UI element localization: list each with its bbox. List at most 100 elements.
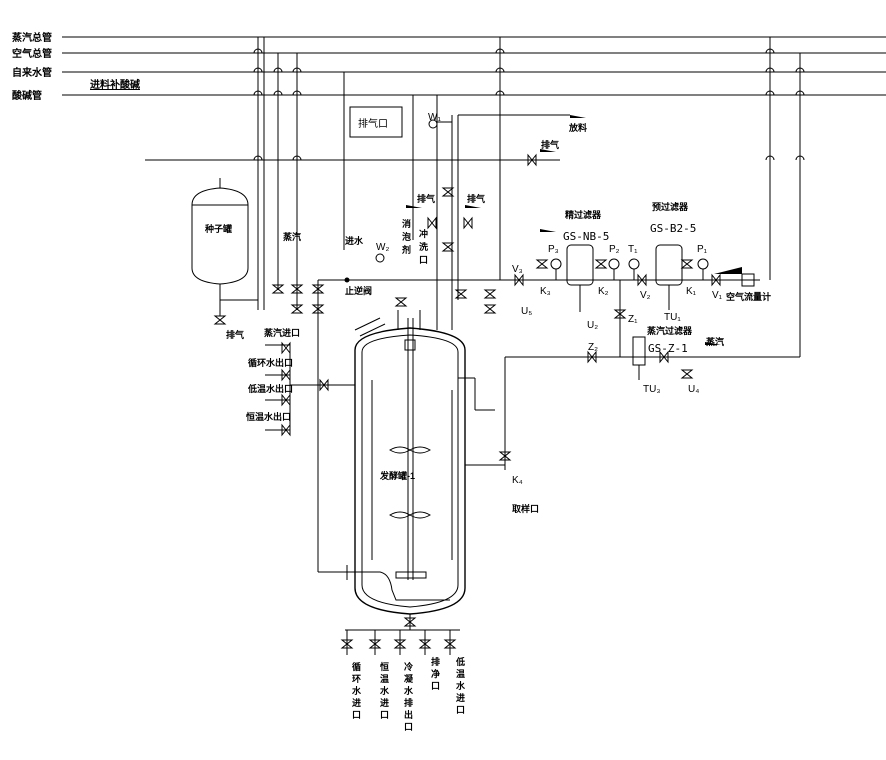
tag-p1: P₁ xyxy=(697,244,708,255)
label-check-valve: 止逆阀 xyxy=(345,285,372,296)
tag-v1: V₁ xyxy=(712,290,723,301)
tag-v2: V₂ xyxy=(640,290,651,301)
tag-u5: U₅ xyxy=(521,306,532,317)
steam-filter xyxy=(632,336,646,380)
valves xyxy=(213,153,721,649)
label-circ-water-out: 循环水出口 xyxy=(248,357,293,368)
svg-text:进: 进 xyxy=(352,697,361,708)
svg-text:进: 进 xyxy=(456,692,465,703)
flowmeter-w1 xyxy=(428,119,438,129)
svg-text:低: 低 xyxy=(455,656,465,667)
label-flush-3: 口 xyxy=(419,255,428,265)
bottom-label-low-in: 低 温 水 进 口 xyxy=(455,656,466,715)
label-defoamer-2: 泡 xyxy=(402,231,411,242)
label-exhaust-right: 排气 xyxy=(467,193,485,204)
label-exhaust-top: 排气 xyxy=(541,139,559,150)
label-steam-right: 蒸汽 xyxy=(706,336,724,347)
label-seed-tank: 种子罐 xyxy=(204,223,232,234)
flowmeter-w2 xyxy=(375,253,385,263)
tag-w2: W₂ xyxy=(376,242,389,253)
label-steam-filter: 蒸汽过滤器 xyxy=(647,325,693,336)
tag-u4: U₄ xyxy=(688,384,699,395)
fermenter-vessel xyxy=(335,300,505,630)
label-exhaust-seed: 排气 xyxy=(226,329,244,340)
label-defoamer-1: 消 xyxy=(402,218,411,229)
tag-z2: Z₂ xyxy=(588,342,598,353)
tag-t1: T₁ xyxy=(628,244,638,255)
svg-text:循: 循 xyxy=(352,661,361,672)
vertical-drops xyxy=(257,37,801,357)
label-defoamer-3: 剂 xyxy=(401,244,411,255)
bottom-label-cool-out: 冷 凝 水 排 出 口 xyxy=(404,661,414,732)
tag-p3: P₃ xyxy=(548,244,559,255)
svg-text:口: 口 xyxy=(431,681,440,691)
label-fermenter: 发酵罐-1 xyxy=(379,470,415,481)
label-air-main: 空气总管 xyxy=(12,47,52,60)
svg-text:环: 环 xyxy=(352,674,361,684)
pre-filter xyxy=(655,244,683,310)
tag-k3: K₃ xyxy=(540,286,551,297)
pressure-gauge-p3 xyxy=(550,258,562,270)
tag-w1: W₁ xyxy=(428,112,441,123)
svg-text:水: 水 xyxy=(404,685,414,696)
svg-text:凝: 凝 xyxy=(404,673,414,684)
bottom-label-drain: 排 净 口 xyxy=(431,656,440,691)
seed-tank xyxy=(191,178,249,300)
tag-k2: K₂ xyxy=(598,286,609,297)
flow-arrows xyxy=(344,115,742,345)
label-water-in: 进水 xyxy=(345,235,364,246)
tag-tu1: TU₁ xyxy=(664,312,681,323)
svg-text:温: 温 xyxy=(456,668,465,679)
svg-text:温: 温 xyxy=(380,673,389,684)
label-pre-filter-model: GS-B2-5 xyxy=(650,222,696,235)
label-pre-filter: 预过滤器 xyxy=(652,201,689,212)
tag-v3: V₃ xyxy=(512,264,523,275)
label-steam-main: 蒸汽总管 xyxy=(12,31,52,44)
tag-p2: P₂ xyxy=(609,244,620,255)
svg-text:冷: 冷 xyxy=(404,661,413,672)
label-steam-filter-model: GS-Z-1 xyxy=(648,342,688,355)
fine-filter xyxy=(566,244,594,312)
tag-u2: U₂ xyxy=(587,320,598,331)
bottom-label-circ-in: 循 环 水 进 口 xyxy=(352,661,362,720)
svg-text:口: 口 xyxy=(456,705,465,715)
header-pipelines xyxy=(62,36,886,96)
label-flush-1: 冲 xyxy=(419,228,428,239)
svg-text:水: 水 xyxy=(456,680,466,691)
tag-z1: Z₁ xyxy=(628,314,638,325)
crossover-hops xyxy=(253,48,805,161)
label-acid-feed: 进料补酸碱 xyxy=(90,78,140,91)
svg-text:水: 水 xyxy=(352,685,362,696)
svg-text:排: 排 xyxy=(431,656,440,667)
svg-text:口: 口 xyxy=(352,710,361,720)
label-acid-alkali: 酸碱管 xyxy=(12,89,42,102)
svg-text:出: 出 xyxy=(404,709,413,720)
svg-text:进: 进 xyxy=(380,697,389,708)
tag-k1: K₁ xyxy=(686,286,697,297)
svg-text:口: 口 xyxy=(404,722,413,732)
label-steam-inlet: 蒸汽进口 xyxy=(264,327,300,338)
svg-text:水: 水 xyxy=(380,685,390,696)
label-fine-filter: 精过滤器 xyxy=(565,209,602,220)
thermometer-t1 xyxy=(628,258,640,270)
tag-tu3: TU₃ xyxy=(643,384,660,395)
svg-text:净: 净 xyxy=(431,668,440,679)
pressure-gauge-p1 xyxy=(697,258,709,270)
svg-text:排: 排 xyxy=(404,697,413,708)
label-exhaust-left: 排气 xyxy=(417,193,435,204)
label-flush-2: 洗 xyxy=(419,241,428,252)
label-air-flowmeter: 空气流量计 xyxy=(726,291,771,302)
label-exhaust-port: 排气口 xyxy=(358,117,388,130)
label-steam-seed: 蒸汽 xyxy=(283,231,301,242)
exhaust-port-box xyxy=(349,106,403,138)
pressure-gauge-p2 xyxy=(608,258,620,270)
bottom-manifold xyxy=(345,629,460,655)
tag-k4: K₄ xyxy=(512,475,523,486)
label-low-temp-out: 低温水出口 xyxy=(247,383,293,394)
svg-text:口: 口 xyxy=(380,710,389,720)
svg-text:恒: 恒 xyxy=(380,661,389,672)
label-fine-filter-model: GS-NB-5 xyxy=(563,230,609,243)
bottom-label-const-in: 恒 温 水 进 口 xyxy=(380,661,390,720)
air-flowmeter xyxy=(741,273,755,287)
